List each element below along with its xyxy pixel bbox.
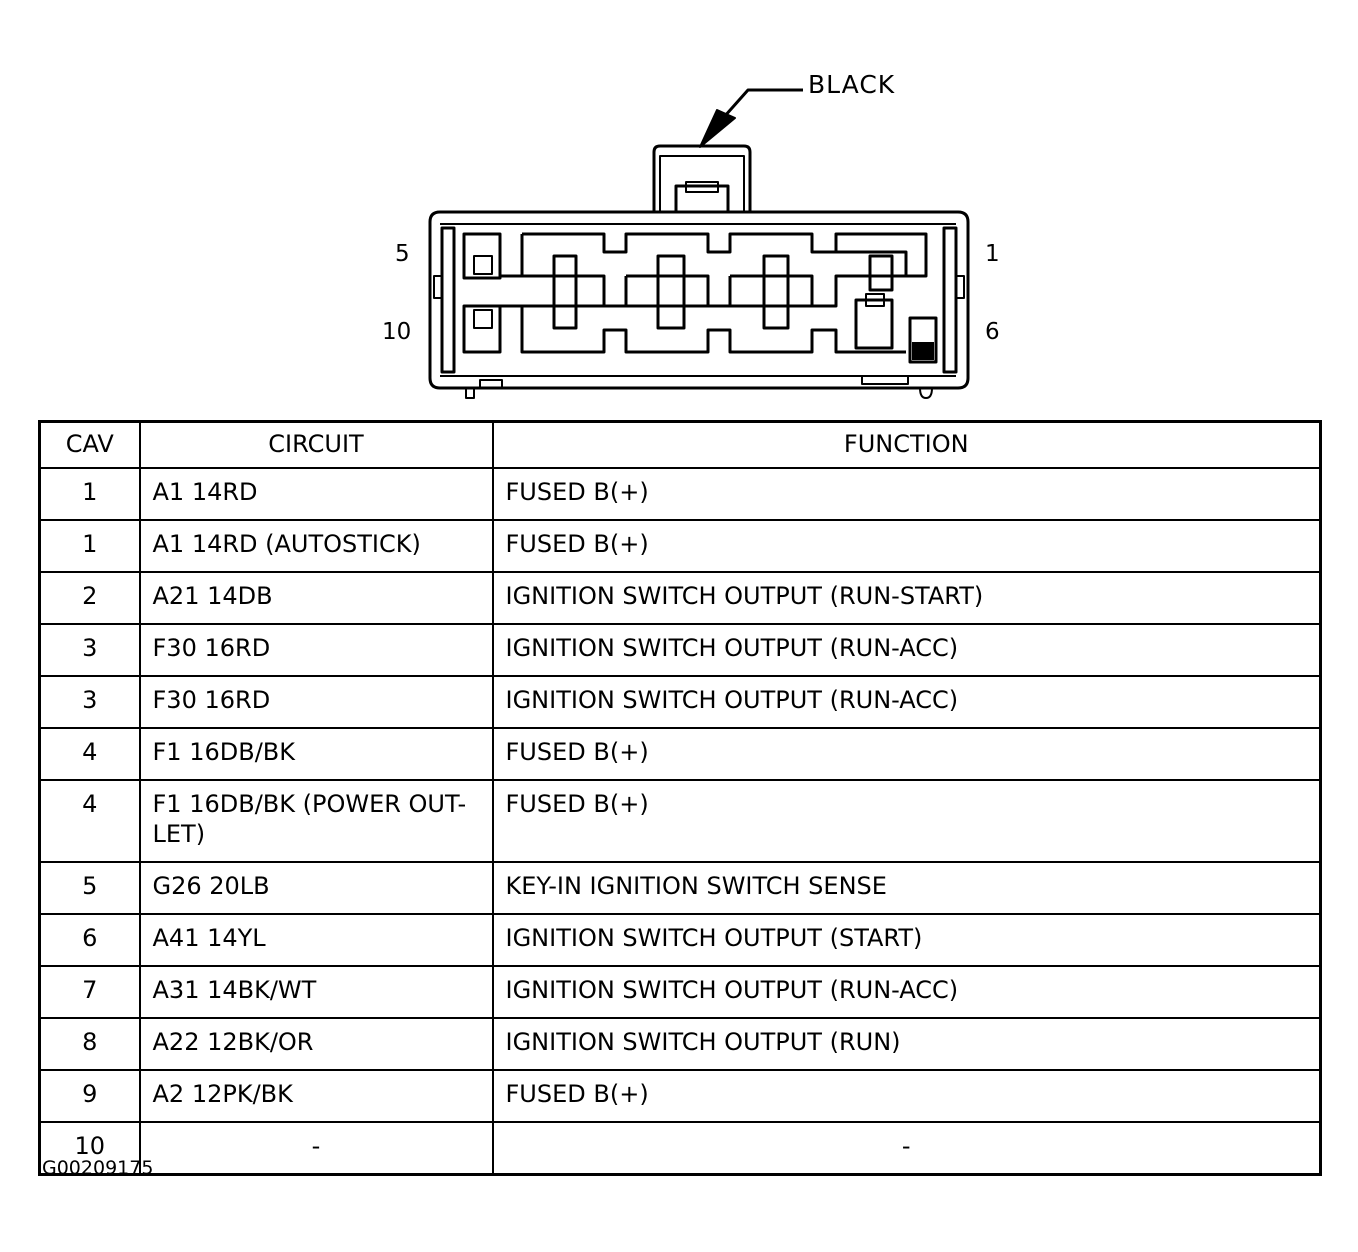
header-circuit: CIRCUIT — [138, 420, 494, 469]
circuit-cell: A41 14YL — [138, 912, 494, 967]
pinout-table: CAV CIRCUIT FUNCTION 1 A1 14RD FUSED B(+… — [38, 420, 1322, 1176]
function-cell: - — [491, 1120, 1322, 1175]
cav-cell: 3 — [38, 622, 141, 677]
table-row: 3 F30 16RD IGNITION SWITCH OUTPUT (RUN-A… — [38, 674, 1322, 729]
connector-diagram: BLACK 5 10 1 6 — [0, 0, 1358, 410]
cav-cell: 9 — [38, 1068, 141, 1123]
cav-cell: 6 — [38, 912, 141, 967]
circuit-cell: A1 14RD (AUTOSTICK) — [138, 518, 494, 573]
color-callout-label: BLACK — [808, 70, 896, 99]
function-cell: KEY-IN IGNITION SWITCH SENSE — [491, 860, 1322, 915]
table-row: 10 - - — [38, 1120, 1322, 1175]
function-cell: IGNITION SWITCH OUTPUT (START) — [491, 912, 1322, 967]
circuit-cell: F1 16DB/BK (POWER OUT-LET) — [138, 778, 494, 863]
function-cell: FUSED B(+) — [491, 466, 1322, 521]
callout-arrowhead — [699, 109, 736, 148]
circuit-cell: G26 20LB — [138, 860, 494, 915]
cav-cell: 2 — [38, 570, 141, 625]
function-cell: FUSED B(+) — [491, 1068, 1322, 1123]
function-cell: FUSED B(+) — [491, 778, 1322, 863]
table-row: 6 A41 14YL IGNITION SWITCH OUTPUT (START… — [38, 912, 1322, 967]
figure-id: G00209175 — [42, 1157, 154, 1179]
table-row: 7 A31 14BK/WT IGNITION SWITCH OUTPUT (RU… — [38, 964, 1322, 1019]
cav-cell: 10 — [38, 1120, 141, 1175]
cav-cell: 1 — [38, 466, 141, 521]
circuit-cell: A21 14DB — [138, 570, 494, 625]
table-row: 2 A21 14DB IGNITION SWITCH OUTPUT (RUN-S… — [38, 570, 1322, 625]
function-cell: IGNITION SWITCH OUTPUT (RUN-ACC) — [491, 622, 1322, 677]
function-cell: IGNITION SWITCH OUTPUT (RUN) — [491, 1016, 1322, 1071]
circuit-cell: A31 14BK/WT — [138, 964, 494, 1019]
table-row: 4 F1 16DB/BK (POWER OUT-LET) FUSED B(+) — [38, 778, 1322, 863]
cav-cell: 7 — [38, 964, 141, 1019]
table-row: 1 A1 14RD (AUTOSTICK) FUSED B(+) — [38, 518, 1322, 573]
circuit-cell: A1 14RD — [138, 466, 494, 521]
header-cav: CAV — [38, 420, 141, 469]
function-cell: FUSED B(+) — [491, 518, 1322, 573]
cav-cell: 4 — [38, 726, 141, 781]
pin-label-5: 5 — [395, 241, 410, 267]
function-cell: IGNITION SWITCH OUTPUT (RUN-ACC) — [491, 674, 1322, 729]
connector-drawing — [428, 88, 970, 399]
cav-cell: 1 — [38, 518, 141, 573]
pin-label-6: 6 — [985, 319, 1000, 345]
connector-latch — [652, 144, 752, 212]
table-row: 5 G26 20LB KEY-IN IGNITION SWITCH SENSE — [38, 860, 1322, 915]
circuit-cell: F30 16RD — [138, 622, 494, 677]
table-row: 4 F1 16DB/BK FUSED B(+) — [38, 726, 1322, 781]
header-function: FUNCTION — [491, 420, 1322, 469]
circuit-cell: A2 12PK/BK — [138, 1068, 494, 1123]
table-row: 8 A22 12BK/OR IGNITION SWITCH OUTPUT (RU… — [38, 1016, 1322, 1071]
circuit-cell: A22 12BK/OR — [138, 1016, 494, 1071]
pin-label-10: 10 — [382, 319, 412, 345]
table-row: 1 A1 14RD FUSED B(+) — [38, 466, 1322, 521]
table-row: 3 F30 16RD IGNITION SWITCH OUTPUT (RUN-A… — [38, 622, 1322, 677]
cav-cell: 3 — [38, 674, 141, 729]
cav-cell: 5 — [38, 860, 141, 915]
circuit-cell: F30 16RD — [138, 674, 494, 729]
circuit-cell: F1 16DB/BK — [138, 726, 494, 781]
connector-body — [428, 210, 970, 390]
circuit-cell: - — [138, 1120, 494, 1175]
cav-cell: 8 — [38, 1016, 141, 1071]
function-cell: FUSED B(+) — [491, 726, 1322, 781]
function-cell: IGNITION SWITCH OUTPUT (RUN-ACC) — [491, 964, 1322, 1019]
table-header-row: CAV CIRCUIT FUNCTION — [38, 420, 1322, 469]
cavity-grid — [462, 232, 938, 364]
table-row: 9 A2 12PK/BK FUSED B(+) — [38, 1068, 1322, 1123]
pin-label-1: 1 — [985, 241, 1000, 267]
cav-cell: 4 — [38, 778, 141, 863]
function-cell: IGNITION SWITCH OUTPUT (RUN-START) — [491, 570, 1322, 625]
